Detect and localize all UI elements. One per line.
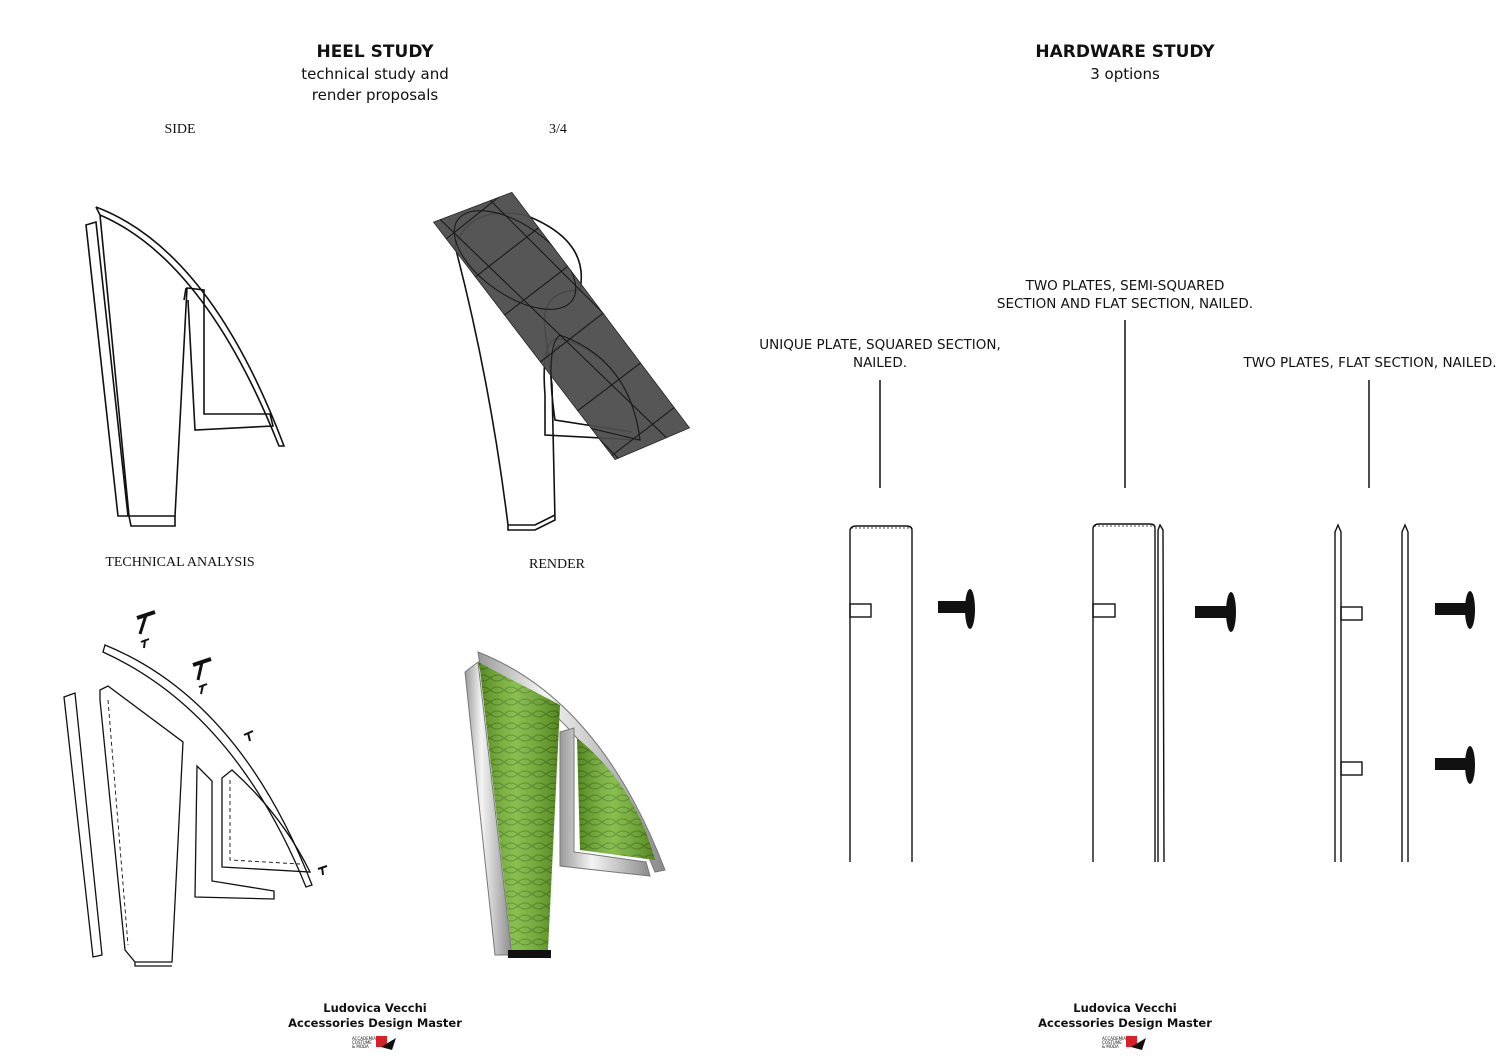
option2-label-line2: SECTION AND FLAT SECTION, NAILED.	[996, 296, 1254, 312]
view-label-side: SIDE	[164, 122, 196, 137]
svg-text:& MODA: & MODA	[1102, 1044, 1119, 1049]
credit-left-name: Ludovica Vecchi	[323, 1001, 427, 1015]
credit-right-role: Accessories Design Master	[1038, 1016, 1212, 1030]
hardware-study-subtitle: 3 options	[1090, 65, 1160, 83]
credit-left-role: Accessories Design Master	[288, 1016, 462, 1030]
option3-nail-icons	[1435, 591, 1475, 784]
svg-text:COSTUME: COSTUME	[1102, 1040, 1122, 1045]
option2-plates	[1092, 523, 1165, 863]
option2-nail-icon	[1195, 592, 1236, 632]
svg-text:& MODA: & MODA	[352, 1044, 369, 1049]
label-render: RENDER	[529, 557, 585, 572]
svg-text:COSTUME: COSTUME	[352, 1040, 372, 1045]
heel-study-subtitle-line2: render proposals	[311, 86, 439, 104]
option1-label-line2: NAILED.	[852, 355, 908, 371]
leader-lines	[879, 320, 1370, 488]
hardware-study-title: HARDWARE STUDY	[1035, 42, 1215, 62]
render-heel	[464, 651, 666, 958]
three-quarter-shading	[433, 192, 690, 460]
view-label-three-quarter: 3/4	[549, 122, 567, 137]
nails-exploded	[136, 610, 328, 876]
option1-nail-icon	[938, 589, 975, 629]
heel-study-subtitle-line1: technical study and	[301, 65, 449, 83]
option1-label-line1: UNIQUE PLATE, SQUARED SECTION,	[759, 337, 1001, 353]
option3-label: TWO PLATES, FLAT SECTION, NAILED.	[1243, 355, 1497, 371]
label-technical-analysis: TECHNICAL ANALYSIS	[105, 555, 255, 570]
option2-label-line1: TWO PLATES, SEMI-SQUARED	[1025, 278, 1225, 294]
technical-analysis-exploded	[63, 644, 313, 967]
heel-study-title: HEEL STUDY	[316, 42, 434, 62]
option3-plates	[1334, 523, 1409, 862]
svg-text:ACCADEMIA: ACCADEMIA	[352, 1036, 376, 1041]
academy-logo-right: ACCADEMIA COSTUME & MODA	[1102, 1036, 1146, 1050]
option1-plate	[849, 525, 913, 862]
academy-logo-left: ACCADEMIA COSTUME & MODA	[352, 1036, 396, 1050]
svg-text:ACCADEMIA: ACCADEMIA	[1102, 1036, 1126, 1041]
credit-right-name: Ludovica Vecchi	[1073, 1001, 1177, 1015]
side-view-heel	[85, 206, 286, 527]
